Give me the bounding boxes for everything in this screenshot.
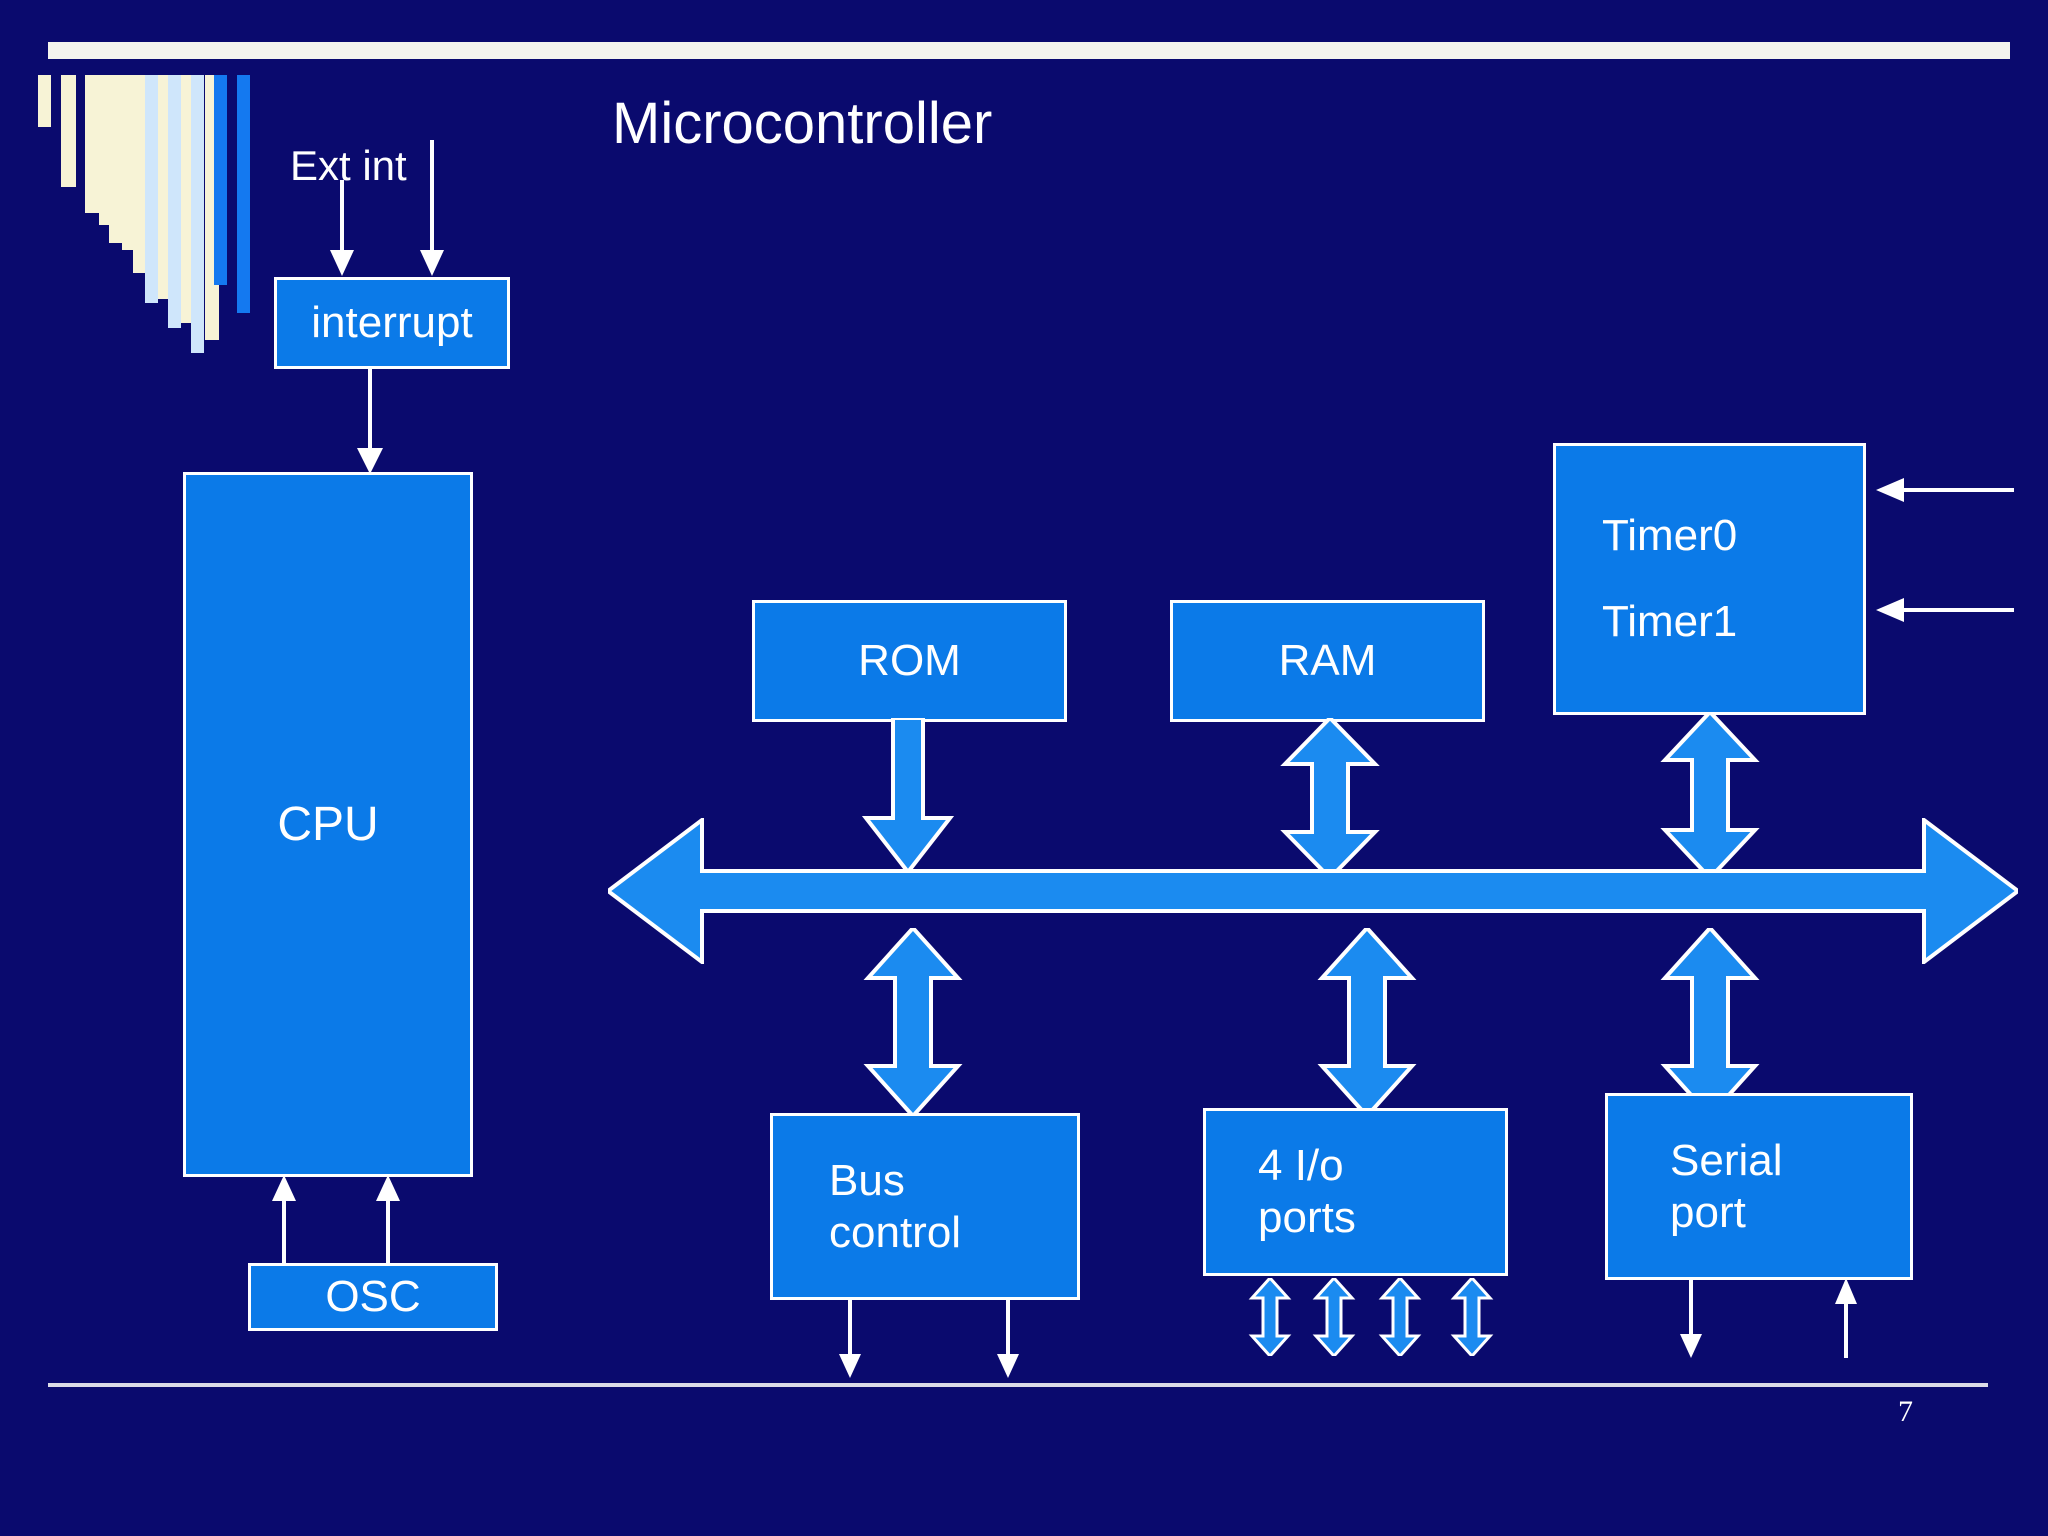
block-interrupt-label: interrupt	[311, 298, 473, 347]
block-cpu[interactable]: CPU	[183, 472, 473, 1177]
block-rom-label: ROM	[858, 636, 961, 685]
timer0-external-in-left-arrow	[1876, 478, 2014, 502]
serial-out-down-arrow	[1680, 1280, 1702, 1358]
serial-in-up-arrow	[1835, 1278, 1857, 1358]
rom-to-bus-down-arrow	[862, 718, 954, 876]
block-rom[interactable]: ROM	[752, 600, 1067, 722]
ram-to-bus-up-down-arrow	[1280, 718, 1380, 878]
block-timer1-label: Timer1	[1602, 597, 1738, 646]
ext-int-arrow-2-down-arrow	[420, 140, 444, 276]
bus-to-bus-control-up-down-arrow	[863, 928, 963, 1116]
block-timer-labels: Timer0 Timer1	[1556, 510, 1863, 648]
interrupt-to-cpu-down-arrow	[357, 368, 383, 474]
block-bus-control-labels: Bus control	[773, 1155, 1077, 1259]
bus-to-io-ports-up-down-arrow	[1317, 928, 1417, 1116]
io-port-line-2-up-down-arrow	[1312, 1278, 1356, 1356]
osc-to-cpu-left-up-arrow	[272, 1175, 296, 1267]
block-ram-label: RAM	[1278, 636, 1377, 685]
osc-to-cpu-right-up-arrow	[376, 1175, 400, 1267]
block-bus-control-line2: control	[829, 1207, 962, 1257]
block-interrupt[interactable]: interrupt	[274, 277, 510, 369]
timer1-external-in-left-arrow	[1876, 598, 2014, 622]
block-ram[interactable]: RAM	[1170, 600, 1485, 722]
block-timer0-label: Timer0	[1602, 511, 1738, 560]
block-bus-control-line1: Bus	[829, 1155, 905, 1205]
bus-control-out-2-down-arrow	[997, 1300, 1019, 1378]
bars-graphic-blue	[145, 75, 250, 353]
ext-int-label: Ext int	[290, 142, 407, 189]
block-osc[interactable]: OSC	[248, 1263, 498, 1331]
block-serial-port[interactable]: Serial port	[1605, 1093, 1913, 1280]
page-number: 7	[1898, 1395, 1913, 1428]
block-io-ports[interactable]: 4 I/o ports	[1203, 1108, 1508, 1276]
block-io-ports-line1: 4 I/o	[1258, 1141, 1344, 1190]
descending-bars-cream-overlay	[0, 0, 300, 340]
bars-graphic-cream-long	[99, 75, 135, 250]
block-osc-label: OSC	[325, 1272, 421, 1321]
block-cpu-label: CPU	[277, 797, 379, 851]
block-serial-port-labels: Serial port	[1608, 1135, 1910, 1239]
timer-to-bus-up-down-arrow	[1660, 712, 1760, 878]
system-bus-double-headed-horizontal-arrow	[608, 818, 2018, 964]
bottom-rule	[48, 1383, 1988, 1387]
block-bus-control[interactable]: Bus control	[770, 1113, 1080, 1300]
page-title: Microcontroller	[612, 91, 993, 156]
ext-int-arrow-1-down-arrow	[330, 180, 354, 276]
block-timer[interactable]: Timer0 Timer1	[1553, 443, 1866, 715]
bus-to-serial-port-up-down-arrow	[1660, 928, 1760, 1116]
bus-control-out-1-down-arrow	[839, 1300, 861, 1378]
block-serial-port-line1: Serial	[1670, 1135, 1783, 1185]
descending-bars-motif-blue	[0, 0, 300, 360]
block-serial-port-line2: port	[1670, 1187, 1746, 1237]
top-rule	[48, 42, 2010, 59]
io-port-line-3-up-down-arrow	[1378, 1278, 1422, 1356]
io-port-line-4-up-down-arrow	[1450, 1278, 1494, 1356]
io-port-line-1-up-down-arrow	[1248, 1278, 1292, 1356]
block-io-ports-labels: 4 I/o ports	[1206, 1140, 1505, 1244]
block-io-ports-line2: ports	[1258, 1193, 1356, 1242]
